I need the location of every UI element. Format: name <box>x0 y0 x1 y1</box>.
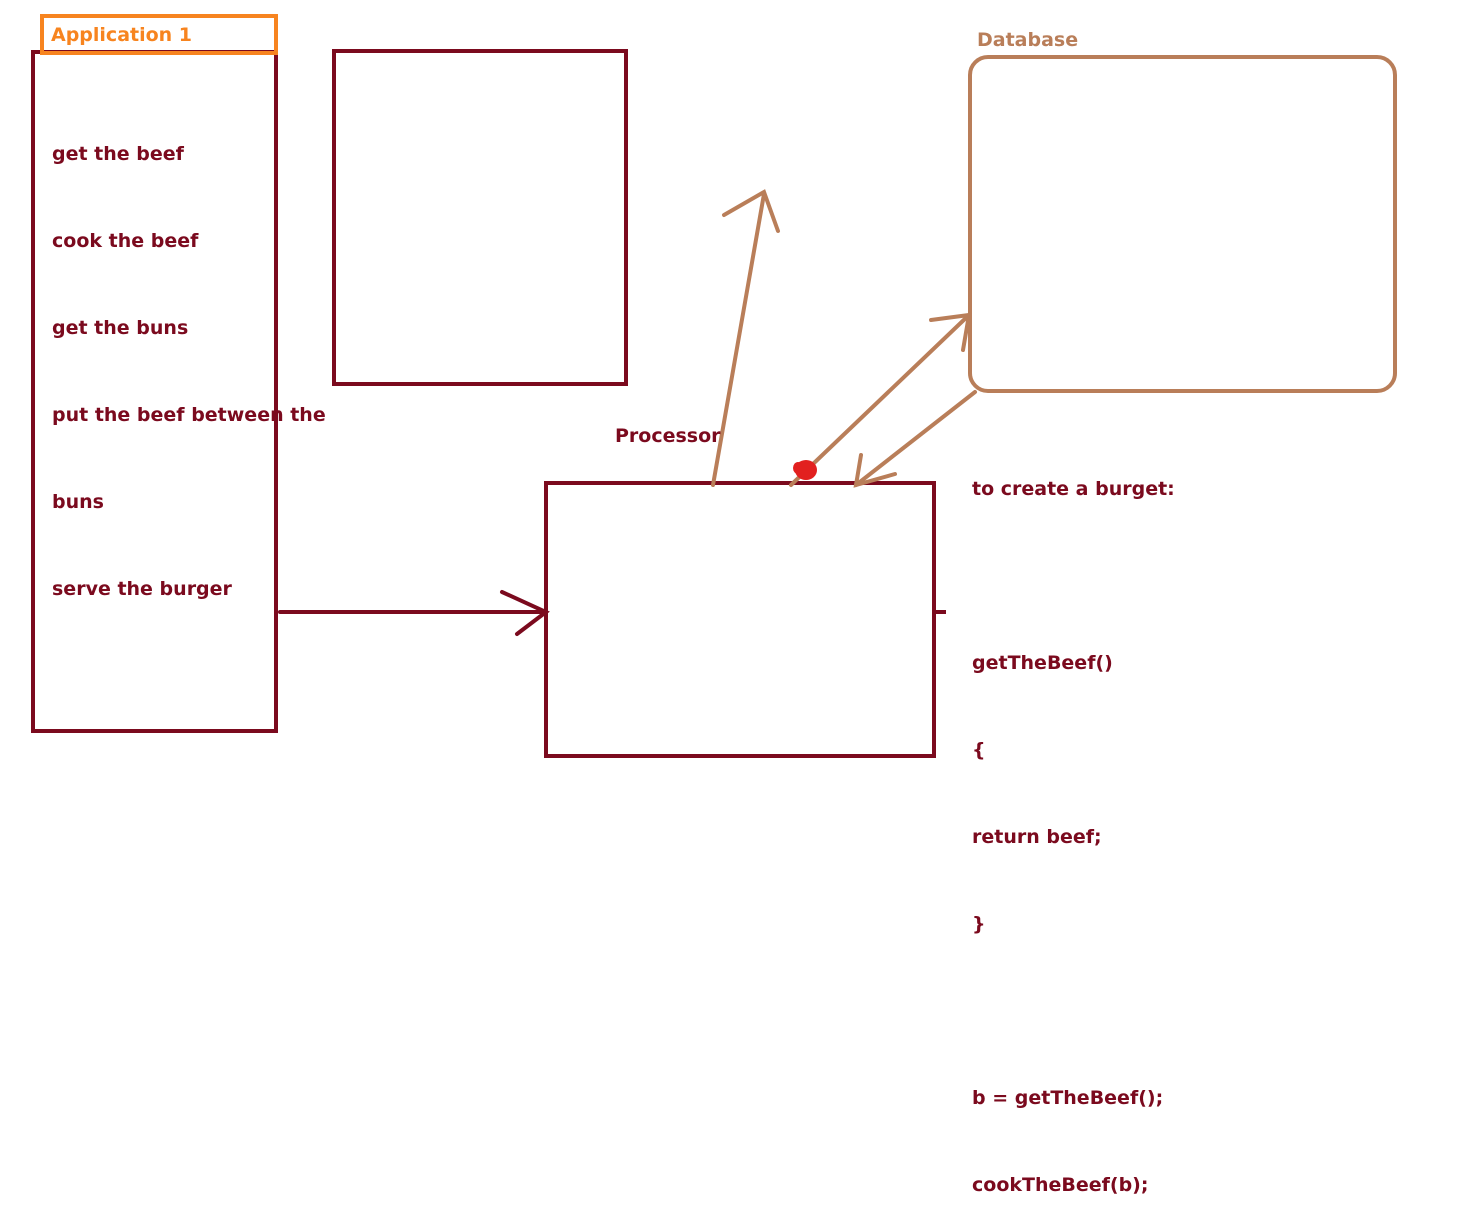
code-line: to create a burget: <box>972 478 1175 500</box>
processor-box <box>544 481 936 758</box>
code-line: cookTheBeef(b); <box>972 1174 1149 1196</box>
code-line: { <box>972 739 986 761</box>
code-line: b = getTheBeef(); <box>972 1087 1164 1109</box>
database-box <box>968 55 1397 393</box>
step-line: get the beef <box>52 143 184 165</box>
empty-box <box>332 49 628 386</box>
code-notes: to create a burget: getTheBeef() { retur… <box>972 417 1175 1229</box>
step-line: serve the burger <box>52 578 232 600</box>
arrow-processor-to-database <box>789 312 972 487</box>
arrow-application-to-processor <box>278 590 550 636</box>
database-title: Database <box>977 29 1079 51</box>
step-line: put the beef between the <box>52 404 326 426</box>
red-dot-marker <box>793 460 817 480</box>
step-line: cook the beef <box>52 230 199 252</box>
code-line: getTheBeef() <box>972 652 1113 674</box>
arrow-processor-up <box>711 189 780 487</box>
application-title-frame <box>40 14 278 55</box>
processor-title: Processor <box>615 425 721 447</box>
code-line: return beef; <box>972 826 1102 848</box>
application-steps: get the beef cook the beef get the buns … <box>52 82 326 633</box>
code-line <box>972 997 1175 1026</box>
arrow-database-to-processor <box>853 390 977 488</box>
code-line <box>972 562 1175 591</box>
step-line: get the buns <box>52 317 189 339</box>
application-title: Application 1 <box>51 24 193 46</box>
diagram-canvas <box>31 14 1397 758</box>
step-line: buns <box>52 491 104 513</box>
code-line: } <box>972 913 986 935</box>
